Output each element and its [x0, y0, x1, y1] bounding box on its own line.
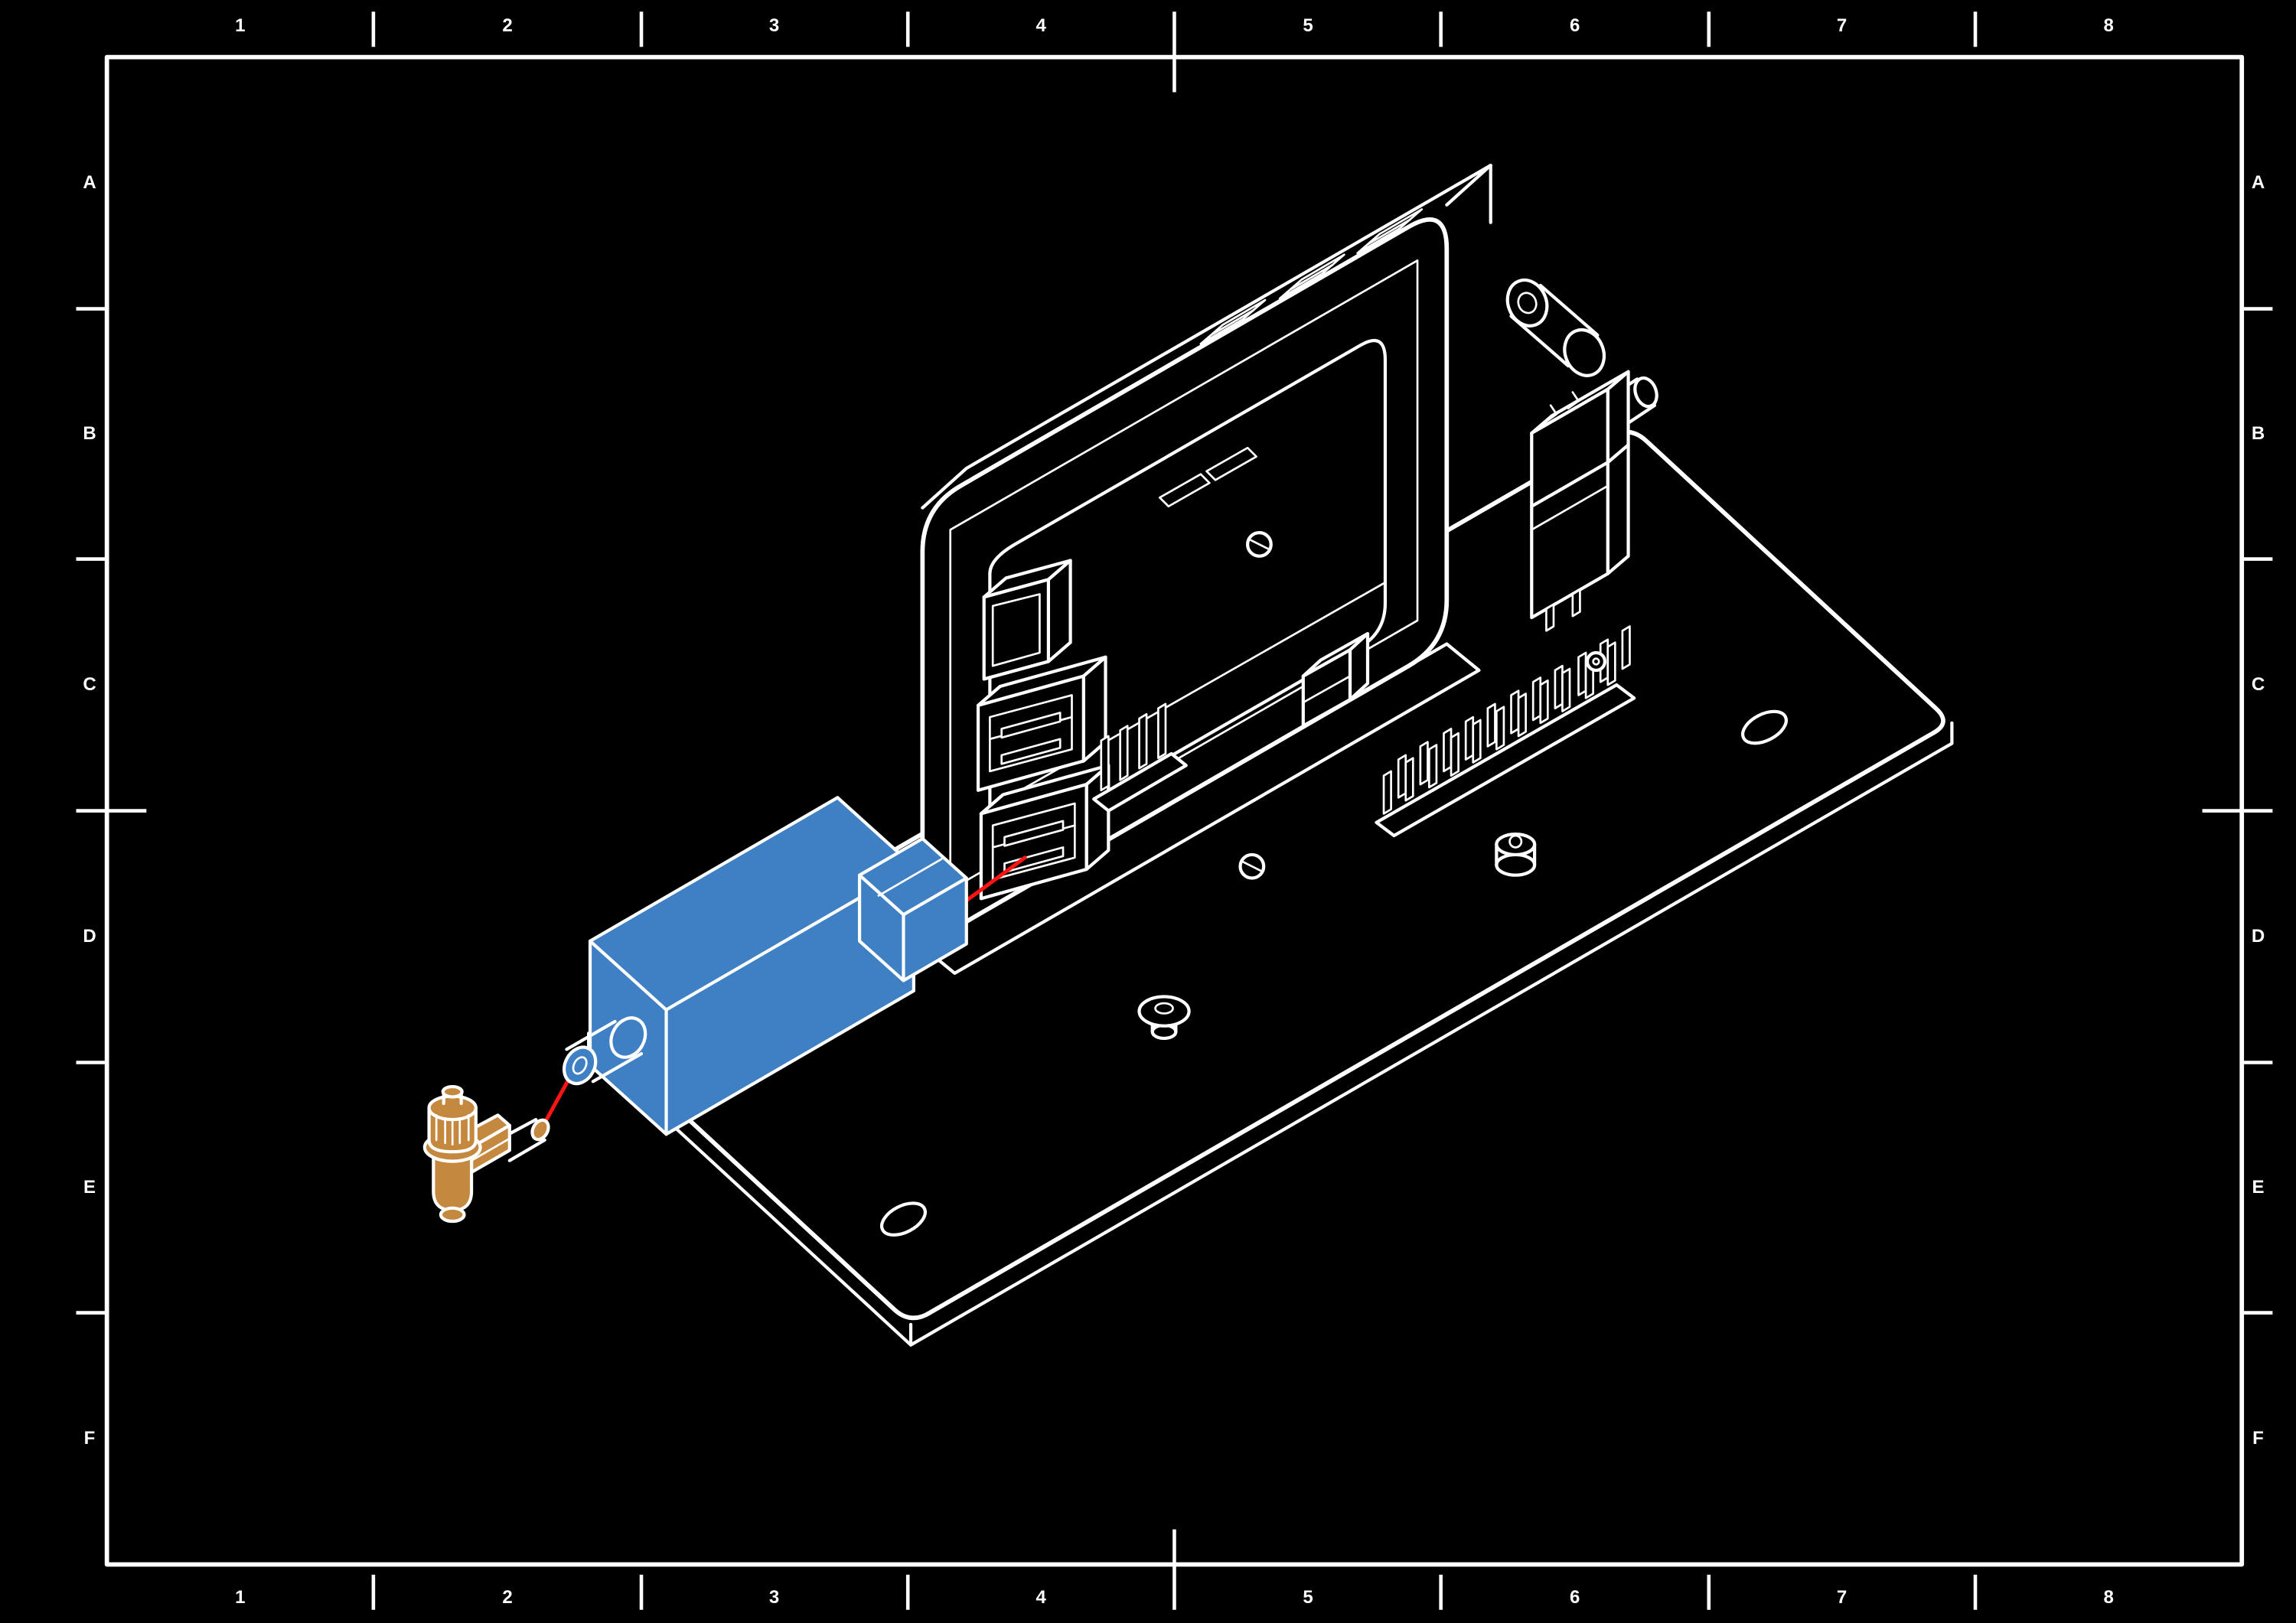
gpio-header-body [1375, 683, 1636, 838]
zone-col-1-top: 1 [235, 15, 246, 36]
zone-col-8-top: 8 [2103, 15, 2114, 36]
usb-plug-device [563, 796, 968, 1136]
zone-col-6-top: 6 [1570, 15, 1580, 36]
zone-col-5-top: 5 [1303, 15, 1313, 36]
zone-col-5-bottom: 5 [1303, 1587, 1313, 1608]
zone-col-3-bottom: 3 [768, 1587, 780, 1608]
push-rivet [1137, 995, 1191, 1041]
zone-row-e-left: E [83, 1176, 96, 1198]
zone-row-a-left: A [83, 171, 96, 193]
plate-screw [1238, 852, 1266, 880]
pcb-corner-screw [1585, 650, 1607, 673]
top-rim-port-cutouts [1199, 208, 1424, 345]
zone-row-c-right: C [2251, 674, 2265, 696]
fitting-bottom-nub [439, 1206, 466, 1224]
baseplate-hole [1741, 709, 1788, 745]
pneumatic-elbow-fitting [422, 1084, 550, 1224]
fitting-top-nub [441, 1084, 464, 1106]
zone-col-4-bottom: 4 [1035, 1587, 1046, 1608]
zone-col-2-bottom: 2 [502, 1587, 513, 1608]
zone-row-b-right: B [2251, 423, 2265, 445]
gpio-pin-header [1375, 625, 1636, 838]
zone-col-7-top: 7 [1836, 15, 1848, 36]
zone-col-4-top: 4 [1035, 15, 1046, 36]
board-assembly [920, 164, 1658, 975]
vent-slot [1158, 473, 1211, 508]
vent-slot [1205, 446, 1257, 481]
corner-standoff-cylinder [1505, 278, 1606, 377]
zone-row-b-left: B [83, 423, 96, 445]
zone-row-f-right: F [2252, 1428, 2264, 1449]
zone-row-a-right: A [2251, 171, 2265, 193]
usb-guide-line [957, 855, 1027, 908]
zone-row-d-left: D [83, 925, 96, 947]
board-spacer [1495, 833, 1537, 877]
baseplate-hole [880, 1201, 927, 1237]
zone-row-d-right: D [2251, 925, 2265, 947]
sheet-frame [76, 11, 2273, 1610]
ic-chip [1301, 632, 1370, 728]
zone-row-e-right: E [2252, 1176, 2265, 1198]
zone-col-6-bottom: 6 [1570, 1587, 1580, 1608]
zone-col-8-bottom: 8 [2103, 1587, 2114, 1608]
barrel-connector [563, 1016, 647, 1086]
zone-row-c-left: C [83, 674, 96, 696]
gpio-pins-back-row [1397, 625, 1631, 799]
terminal-block-component [1530, 370, 1658, 632]
zone-row-f-left: F [83, 1428, 96, 1449]
fitting-knurled-cap [427, 1094, 478, 1154]
bezel-back-edge [921, 164, 1492, 510]
ethernet-port [982, 559, 1072, 681]
zone-col-1-bottom: 1 [235, 1587, 246, 1608]
bezel-step-line [949, 259, 1419, 891]
zone-col-3-top: 3 [768, 15, 780, 36]
aux-pin-header [1092, 702, 1188, 813]
usb-plug-end [857, 836, 968, 983]
zone-col-2-top: 2 [502, 15, 513, 36]
usb-port-stack-upper [976, 655, 1107, 792]
zone-col-7-bottom: 7 [1836, 1587, 1848, 1608]
bezel-screw [1245, 531, 1273, 558]
